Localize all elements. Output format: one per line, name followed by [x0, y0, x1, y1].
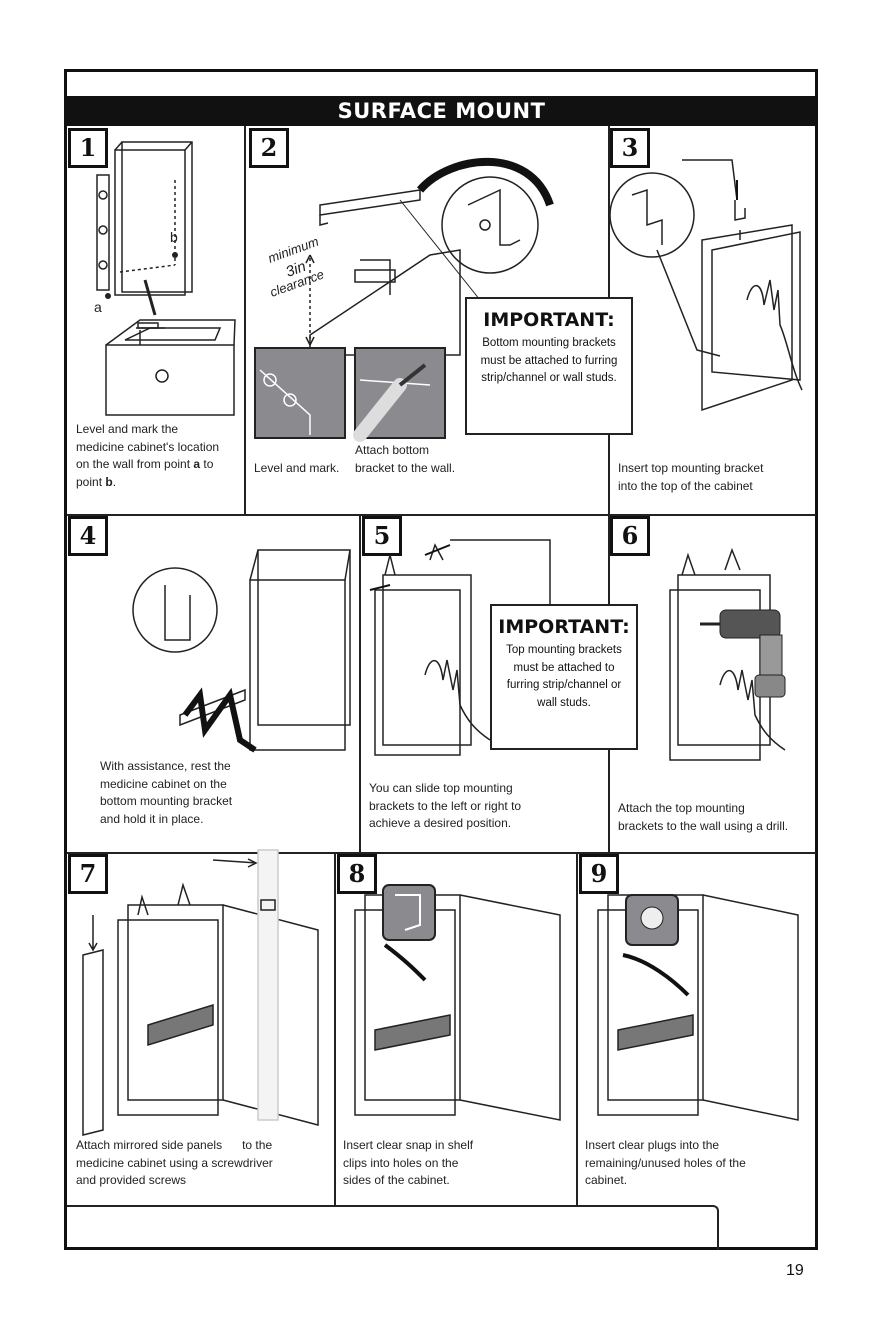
footer-box	[67, 1205, 719, 1250]
col-divider	[244, 126, 246, 514]
page-frame	[64, 69, 818, 1250]
step-4-illustration	[132, 549, 351, 753]
step-number-4: 4	[68, 516, 108, 556]
step-number-1: 1	[68, 128, 108, 168]
col-divider	[359, 514, 361, 852]
step-number-9: 9	[579, 854, 619, 894]
step-number-8: 8	[337, 854, 377, 894]
step-6-illustration	[669, 547, 786, 761]
important-top-box: IMPORTANT: Top mounting brackets must be…	[490, 604, 638, 750]
page-number: 19	[786, 1262, 804, 1279]
step-5-illustration	[369, 539, 551, 756]
section-header: SURFACE MOUNT	[67, 96, 816, 126]
step-3-caption: Insert top mounting bracket into the top…	[618, 461, 764, 493]
step-9-caption: Insert clear plugs into the remaining/un…	[585, 1138, 746, 1188]
step-5-caption: You can slide top mounting brackets to t…	[369, 781, 522, 831]
step-1-caption: Level and mark the medicine cabinet's lo…	[76, 422, 220, 489]
row-divider-1	[67, 514, 816, 516]
step-2-illustration: minimum 3in clearance	[254, 157, 554, 442]
step-2-caption-b: Attach bottom bracket to the wall.	[355, 443, 456, 475]
step-9-illustration	[597, 894, 799, 1121]
important-bottom-title: IMPORTANT:	[483, 309, 615, 331]
step-1-illustration: a b	[94, 141, 236, 416]
step-4-caption: With assistance, rest the medicine cabin…	[100, 759, 233, 826]
step-number-3: 3	[610, 128, 650, 168]
row-divider-2	[67, 852, 816, 854]
point-a-label: a	[94, 299, 102, 315]
step-3-illustration	[609, 159, 803, 412]
step-8-caption: Insert clear snap in shelf clips into ho…	[343, 1138, 474, 1188]
col-divider	[576, 852, 578, 1206]
clearance-3in: 3in	[284, 258, 309, 281]
important-top-title: IMPORTANT:	[498, 616, 630, 638]
step-6-caption: Attach the top mounting brackets to the …	[618, 801, 789, 833]
step-7-illustration	[82, 849, 319, 1136]
step-number-2: 2	[249, 128, 289, 168]
point-b-label: b	[170, 229, 178, 245]
step-number-7: 7	[68, 854, 108, 894]
step-number-5: 5	[362, 516, 402, 556]
step-2-caption-a: Level and mark.	[254, 461, 340, 475]
step-number-6: 6	[610, 516, 650, 556]
col-divider	[334, 852, 336, 1206]
important-bottom-box: IMPORTANT: Bottom mounting brackets must…	[465, 297, 633, 435]
step-8-illustration	[354, 884, 561, 1121]
step-7-caption: Attach mirrored side panels to the medic…	[76, 1138, 273, 1188]
